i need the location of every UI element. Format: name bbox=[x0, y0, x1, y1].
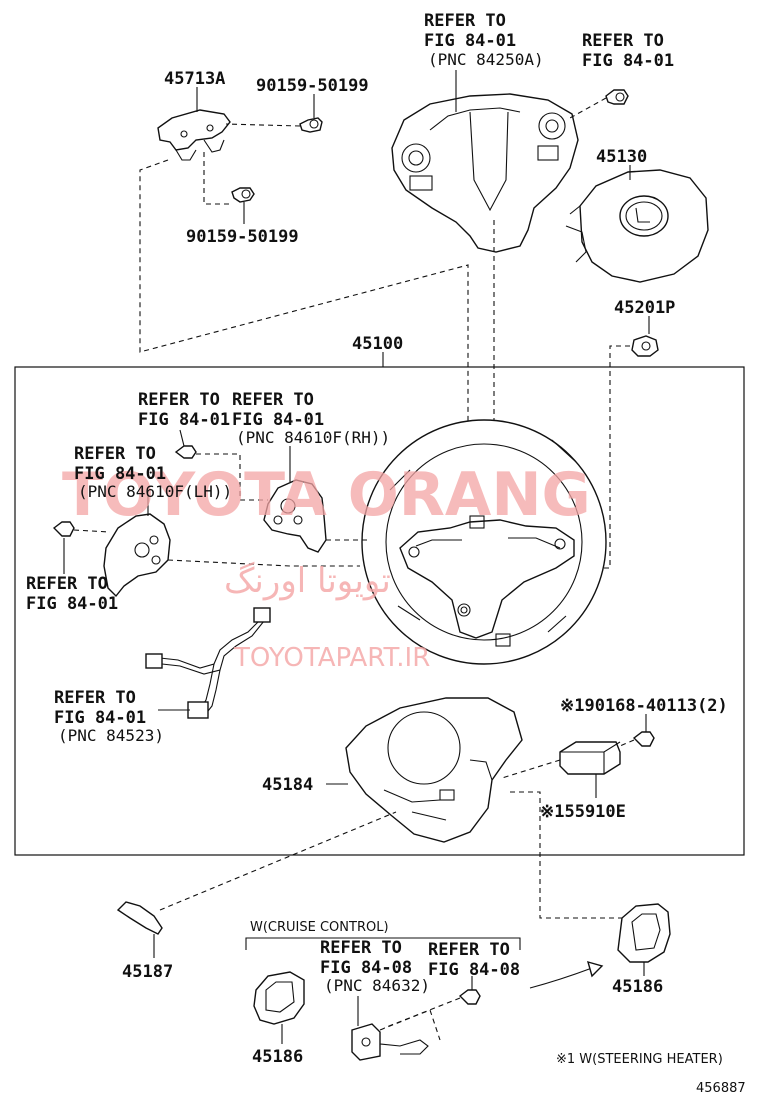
svg-text:FIG 84-01: FIG 84-01 bbox=[74, 464, 166, 484]
label-45186-right: 45186 bbox=[612, 977, 663, 997]
label-45130: 45130 bbox=[596, 147, 647, 167]
screw-switch-top bbox=[174, 445, 197, 459]
label-45713a: 45713A bbox=[164, 69, 225, 89]
ref-cruise-a: REFER TO FIG 84-08 (PNC 84632) bbox=[320, 938, 430, 995]
dash-90159-lower bbox=[203, 152, 232, 205]
screw-90159-upper bbox=[299, 117, 323, 133]
svg-text:FIG 84-01: FIG 84-01 bbox=[138, 410, 230, 430]
part-45201p-nut bbox=[631, 335, 659, 357]
part-cruise-switch-84632 bbox=[351, 1023, 429, 1061]
svg-text:REFER TO: REFER TO bbox=[232, 390, 314, 410]
label-heater-note: ※1 W(STEERING HEATER) bbox=[556, 1052, 723, 1067]
dash-45187 bbox=[159, 811, 397, 911]
ref-top-right: REFER TO FIG 84-01 bbox=[582, 31, 674, 71]
dash-45713a-to-wheel bbox=[139, 159, 469, 512]
part-45186-cover-right bbox=[617, 903, 671, 963]
arrow-head bbox=[586, 960, 604, 978]
part-switch-rh-84610f bbox=[263, 479, 327, 553]
dash-top-right-screw bbox=[569, 97, 607, 119]
ref-screw-left: REFER TO FIG 84-01 bbox=[26, 574, 118, 614]
dash-45201p-to-wheel bbox=[560, 345, 630, 569]
ref-cruise-b: REFER TO FIG 84-08 bbox=[428, 940, 520, 980]
svg-text:REFER TO: REFER TO bbox=[138, 390, 220, 410]
dash-55910e bbox=[501, 759, 561, 779]
watermark-main: TOYOTA ORANG bbox=[62, 460, 591, 530]
screw-switch-side bbox=[52, 521, 75, 537]
svg-text:REFER TO: REFER TO bbox=[74, 444, 156, 464]
part-45184-lower-cover bbox=[345, 697, 523, 843]
svg-text:REFER TO: REFER TO bbox=[320, 938, 402, 958]
svg-text:FIG 84-08: FIG 84-08 bbox=[320, 958, 412, 978]
svg-text:FIG 84-01: FIG 84-01 bbox=[424, 31, 516, 51]
part-45713a bbox=[157, 109, 231, 161]
screw-90159-lower bbox=[231, 187, 255, 203]
svg-text:REFER TO: REFER TO bbox=[424, 11, 506, 31]
dash-45186-right bbox=[510, 791, 622, 919]
part-45100-steering-wheel bbox=[361, 419, 607, 665]
part-45187-trim bbox=[116, 901, 163, 935]
svg-text:REFER TO: REFER TO bbox=[26, 574, 108, 594]
watermark-site: TOYOTAPART.IR bbox=[233, 643, 430, 673]
label-90168: ※190168-40113(2) bbox=[560, 696, 728, 716]
assembly-box-45100 bbox=[14, 366, 745, 856]
ref-top-center: REFER TO FIG 84-01 (PNC 84250A) bbox=[424, 11, 544, 69]
svg-text:(PNC 84250A): (PNC 84250A) bbox=[428, 50, 544, 69]
dash-switch-lh bbox=[167, 559, 360, 567]
svg-text:FIG 84-01: FIG 84-01 bbox=[26, 594, 118, 614]
screw-top-right bbox=[605, 89, 629, 105]
label-90159-upper: 90159-50199 bbox=[256, 76, 369, 96]
svg-text:FIG 84-01: FIG 84-01 bbox=[54, 708, 146, 728]
part-45186-cover-left bbox=[253, 971, 305, 1025]
cruise-bracket bbox=[245, 937, 521, 950]
ref-switch-rh: REFER TO FIG 84-01 (PNC 84610F(RH)) bbox=[232, 390, 390, 447]
ref-switch-lh: REFER TO FIG 84-01 (PNC 84610F(LH)) bbox=[74, 444, 232, 501]
svg-text:(PNC 84610F(RH)): (PNC 84610F(RH)) bbox=[236, 428, 390, 447]
ref-harness: REFER TO FIG 84-01 (PNC 84523) bbox=[54, 688, 164, 745]
label-45100: 45100 bbox=[352, 334, 403, 354]
screw-cruise bbox=[458, 989, 481, 1005]
label-45201p: 45201P bbox=[614, 298, 675, 318]
watermark-arabic: تویوتا اورنگ bbox=[224, 561, 391, 601]
dash-screw-switch-side bbox=[73, 529, 111, 533]
label-45187: 45187 bbox=[122, 962, 173, 982]
label-cruise-note: W(CRUISE CONTROL) bbox=[250, 920, 389, 935]
label-90159-lower: 90159-50199 bbox=[186, 227, 299, 247]
ref-switch-left-top: REFER TO FIG 84-01 bbox=[138, 390, 230, 430]
part-wire-harness-84523 bbox=[145, 607, 271, 719]
svg-text:(PNC 84610F(LH)): (PNC 84610F(LH)) bbox=[78, 482, 232, 501]
dash-cruise-switch bbox=[379, 1009, 441, 1041]
label-45184: 45184 bbox=[262, 775, 313, 795]
svg-text:FIG 84-01: FIG 84-01 bbox=[582, 51, 674, 71]
dash-90168 bbox=[619, 739, 635, 747]
part-55910e-heater-ecu bbox=[559, 741, 621, 775]
part-45130-airbag bbox=[565, 169, 709, 283]
screw-90168-40113 bbox=[632, 731, 655, 747]
svg-text:REFER TO: REFER TO bbox=[54, 688, 136, 708]
label-fig-number: 456887 bbox=[696, 1081, 746, 1096]
label-45186-left: 45186 bbox=[252, 1047, 303, 1067]
svg-text:FIG 84-01: FIG 84-01 bbox=[232, 410, 324, 430]
arrow-to-45186 bbox=[529, 967, 593, 989]
svg-text:(PNC 84523): (PNC 84523) bbox=[58, 726, 164, 745]
dash-screw-cruise bbox=[383, 997, 461, 1029]
svg-text:REFER TO: REFER TO bbox=[428, 940, 510, 960]
leader-screw-switch-top bbox=[179, 429, 185, 447]
label-55910e: ※155910E bbox=[540, 802, 626, 822]
dash-90159-upper bbox=[225, 123, 301, 127]
svg-text:(PNC 84632): (PNC 84632) bbox=[324, 976, 430, 995]
svg-text:FIG 84-08: FIG 84-08 bbox=[428, 960, 520, 980]
part-switch-lh-84610f bbox=[103, 513, 171, 598]
svg-text:REFER TO: REFER TO bbox=[582, 31, 664, 51]
part-spoke-bracket-84250a bbox=[391, 93, 579, 253]
dash-screw-left-top bbox=[196, 453, 268, 501]
